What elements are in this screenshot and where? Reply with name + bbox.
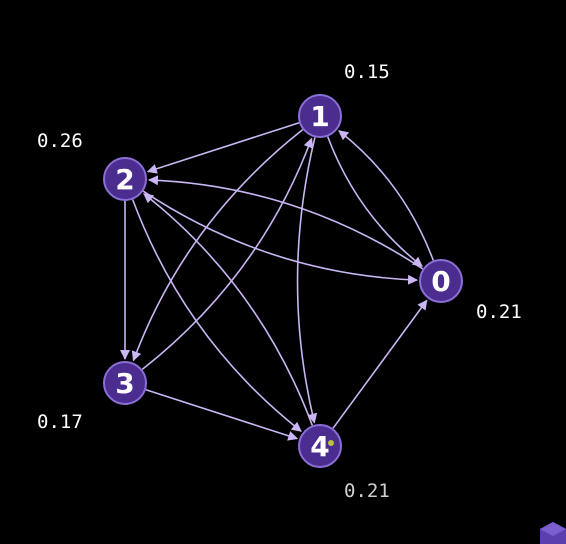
node-2[interactable]: 2 bbox=[103, 157, 147, 201]
edge-3-to-1 bbox=[141, 137, 314, 371]
node-4[interactable]: 4 bbox=[298, 424, 342, 468]
node-3-score: 0.17 bbox=[37, 411, 83, 433]
node-4-score: 0.21 bbox=[344, 480, 390, 502]
node-4-label: 4 bbox=[310, 430, 329, 463]
edge-4-to-2 bbox=[143, 193, 314, 426]
edge-1-to-4 bbox=[296, 137, 318, 424]
scores-layer: 0.21 0.15 0.26 0.17 0.21 bbox=[37, 61, 522, 502]
edge-2-to-4 bbox=[131, 199, 302, 432]
node-3[interactable]: 3 bbox=[103, 361, 147, 405]
node-1-score: 0.15 bbox=[344, 61, 390, 83]
node-2-label: 2 bbox=[115, 163, 134, 196]
corner-cube-icon bbox=[540, 522, 566, 544]
edge-1-to-3 bbox=[131, 128, 304, 362]
node-3-label: 3 bbox=[115, 367, 134, 400]
node-4-indicator-dot bbox=[328, 440, 334, 446]
node-2-score: 0.26 bbox=[37, 130, 83, 152]
edge-4-to-0 bbox=[332, 299, 428, 429]
edge-3-to-4 bbox=[145, 389, 299, 441]
node-0-score: 0.21 bbox=[476, 301, 522, 323]
edge-1-to-2 bbox=[146, 122, 300, 174]
node-0-label: 0 bbox=[431, 265, 450, 298]
edge-2-to-0 bbox=[142, 190, 418, 285]
node-1-label: 1 bbox=[310, 100, 329, 133]
node-1[interactable]: 1 bbox=[298, 94, 342, 138]
nodes-layer: 0 1 2 3 4 bbox=[103, 94, 463, 468]
edge-1-to-0 bbox=[326, 136, 423, 267]
edges-layer bbox=[120, 122, 435, 441]
edge-0-to-2 bbox=[148, 175, 424, 270]
node-0[interactable]: 0 bbox=[419, 259, 463, 303]
edge-0-to-1 bbox=[338, 130, 435, 261]
